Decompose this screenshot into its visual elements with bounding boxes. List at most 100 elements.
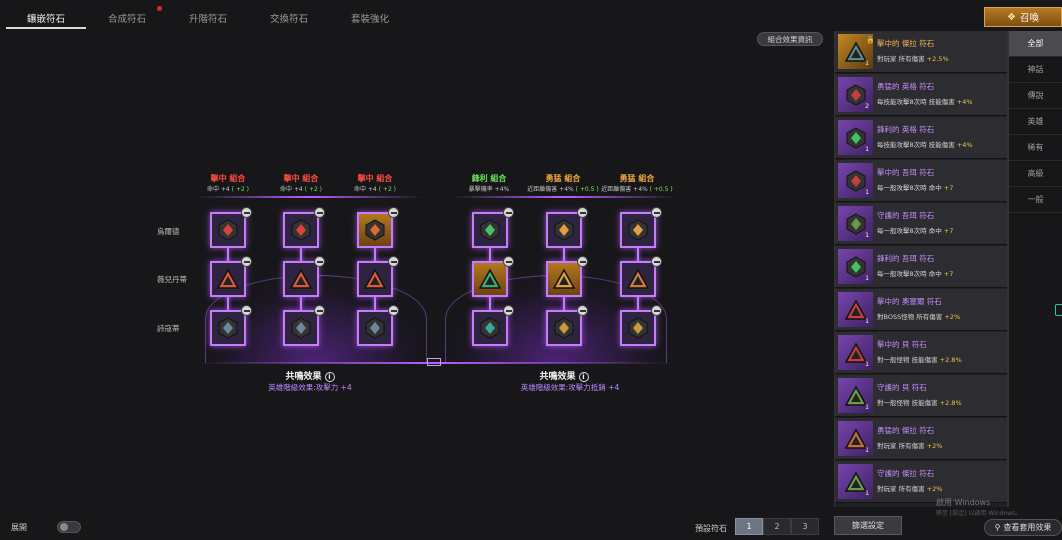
combo-title-2: 擊中 組合 xyxy=(283,174,319,183)
remove-rune-icon[interactable] xyxy=(388,207,399,218)
rune-slot[interactable] xyxy=(357,212,393,248)
lock-icon[interactable]: 🔒 xyxy=(866,36,875,44)
center-diamond-ornament xyxy=(427,358,441,366)
combo-stat-3: 命中 +4 ( +2 ) xyxy=(353,186,397,193)
combo-header-line-left xyxy=(195,196,423,198)
tab-set-enhance[interactable]: 套裝強化 xyxy=(351,14,390,25)
view-applied-effects-button[interactable]: ⚲ 查看套用效果 xyxy=(984,519,1062,536)
rune-slot[interactable] xyxy=(357,310,393,346)
rune-thumbnail xyxy=(838,335,873,370)
tab-upgrade-runes[interactable]: 升階符石 xyxy=(189,14,228,25)
remove-rune-icon[interactable] xyxy=(241,256,252,267)
remove-rune-icon[interactable] xyxy=(503,305,514,316)
rune-slot[interactable] xyxy=(472,261,508,297)
filter-rarity[interactable]: 一般 xyxy=(1009,187,1062,213)
row-label-verdandi: 薇兒丹蒂 xyxy=(157,275,187,284)
rune-name: 勇猛的 傑拉 符石 xyxy=(877,426,935,435)
remove-rune-icon[interactable] xyxy=(651,305,662,316)
row-label-urd: 烏爾德 xyxy=(157,227,180,236)
rune-slot[interactable] xyxy=(546,261,582,297)
filter-rarity[interactable]: 稀有 xyxy=(1009,135,1062,161)
filter-rarity[interactable]: 傳說 xyxy=(1009,83,1062,109)
rune-slot[interactable] xyxy=(620,212,656,248)
remove-rune-icon[interactable] xyxy=(241,305,252,316)
rune-thumbnail xyxy=(838,292,873,327)
preset-page-2[interactable]: 2 xyxy=(763,518,791,535)
info-icon[interactable]: i xyxy=(578,372,589,382)
summon-button[interactable]: ❖ 召喚 xyxy=(984,7,1062,27)
rune-slot[interactable] xyxy=(283,261,319,297)
filter-rarity[interactable]: 高級 xyxy=(1009,161,1062,187)
tab-exchange-runes[interactable]: 交換符石 xyxy=(270,14,309,25)
rune-slot[interactable] xyxy=(283,212,319,248)
tab-combine-runes[interactable]: 合成符石 xyxy=(108,14,147,25)
remove-rune-icon[interactable] xyxy=(388,256,399,267)
remove-rune-icon[interactable] xyxy=(651,256,662,267)
rune-slot[interactable] xyxy=(472,310,508,346)
filter-rarity[interactable]: 英雄 xyxy=(1009,109,1062,135)
filter-rarity[interactable]: 全部 xyxy=(1009,31,1062,57)
rune-thumbnail xyxy=(838,206,873,241)
rune-slot[interactable] xyxy=(546,310,582,346)
windows-activation-watermark: 啟用 Windows xyxy=(936,498,991,507)
remove-rune-icon[interactable] xyxy=(577,305,588,316)
rune-effect: 對一般怪物 技能傷害 +2.8% xyxy=(877,356,962,364)
rune-slot[interactable] xyxy=(210,261,246,297)
expand-toggle[interactable] xyxy=(57,521,81,533)
rune-slot[interactable] xyxy=(472,212,508,248)
rune-gem-icon xyxy=(365,219,385,241)
remove-rune-icon[interactable] xyxy=(314,207,325,218)
rune-count: 2 xyxy=(865,102,870,110)
tab-socket-runes[interactable]: 鑲嵌符石 xyxy=(27,14,66,25)
rune-slot[interactable] xyxy=(210,310,246,346)
rune-thumbnail xyxy=(838,163,873,198)
rune-gem-icon xyxy=(628,219,648,241)
info-icon[interactable]: i xyxy=(324,372,335,382)
rune-name: 擊中的 傑拉 符石 xyxy=(877,39,935,48)
combo-effect-info-button[interactable]: 組合效果資訊 xyxy=(757,32,823,46)
rune-count: 1 xyxy=(865,274,870,282)
remove-rune-icon[interactable] xyxy=(314,256,325,267)
remove-rune-icon[interactable] xyxy=(577,207,588,218)
preset-page-1[interactable]: 1 xyxy=(735,518,763,535)
remove-rune-icon[interactable] xyxy=(241,207,252,218)
combo-title-3: 擊中 組合 xyxy=(357,174,393,183)
rune-slot[interactable] xyxy=(283,310,319,346)
filter-rarity[interactable]: 神話 xyxy=(1009,57,1062,83)
list-scrollbar[interactable] xyxy=(1007,31,1009,507)
preset-page-3[interactable]: 3 xyxy=(791,518,819,535)
remove-rune-icon[interactable] xyxy=(651,207,662,218)
remove-rune-icon[interactable] xyxy=(577,256,588,267)
rune-slot[interactable] xyxy=(210,212,246,248)
remove-rune-icon[interactable] xyxy=(503,207,514,218)
combo-stat-1: 命中 +4 ( +2 ) xyxy=(206,186,250,193)
rune-slot[interactable] xyxy=(620,261,656,297)
rune-slot[interactable] xyxy=(357,261,393,297)
remove-rune-icon[interactable] xyxy=(388,305,399,316)
rune-slot[interactable] xyxy=(620,310,656,346)
filter-settings-button[interactable]: 篩選設定 xyxy=(834,516,902,535)
remove-rune-icon[interactable] xyxy=(503,256,514,267)
rune-gem-icon xyxy=(627,268,649,289)
expand-label: 展開 xyxy=(11,523,27,532)
rune-name: 鋒利的 英格 符石 xyxy=(877,125,935,134)
view-applied-effects-label: 查看套用效果 xyxy=(1003,523,1052,532)
rune-slot[interactable] xyxy=(546,212,582,248)
combo-title-4: 鋒利 組合 xyxy=(471,174,507,183)
board-bottom-line xyxy=(195,362,673,364)
preset-runes-label: 預設符石 xyxy=(695,524,727,533)
remove-rune-icon[interactable] xyxy=(314,305,325,316)
